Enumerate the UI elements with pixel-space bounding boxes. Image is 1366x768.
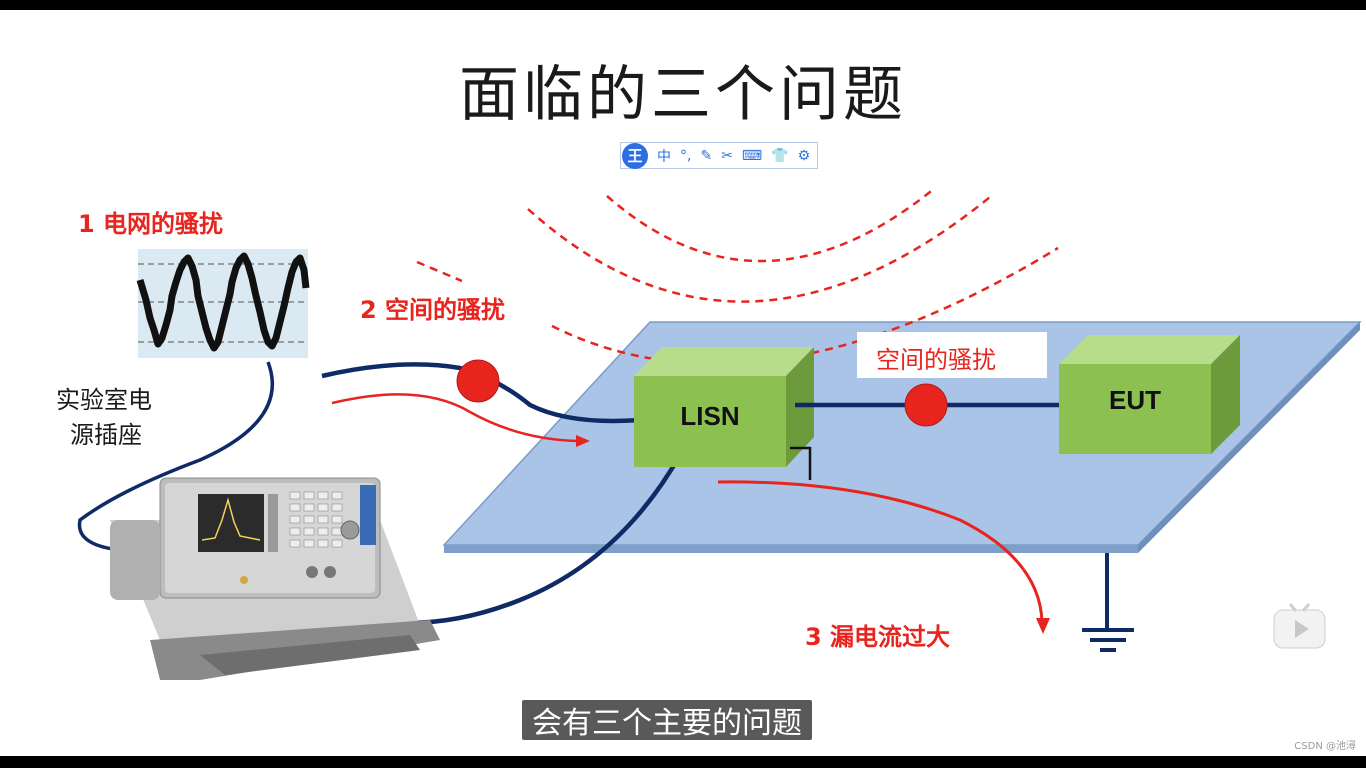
disturbance-dot-mains [456, 359, 500, 403]
ime-chinese-mode[interactable]: 中 [657, 148, 671, 165]
emc-diagram [77, 187, 1362, 680]
ime-punctuation-icon[interactable]: °, [680, 147, 692, 164]
label-socket-line1: 实验室电 [56, 386, 152, 414]
eut-side [1211, 335, 1240, 454]
video-subtitle: 会有三个主要的问题 [522, 700, 812, 741]
label-socket-line2: 源插座 [70, 421, 142, 449]
label-space-disturbance: 2 空间的骚扰 [360, 296, 506, 324]
disturbance-dot-cable [904, 383, 948, 427]
label-leakage: 3 漏电流过大 [805, 623, 951, 651]
socket-cable [77, 361, 274, 552]
analyzer-screen [198, 494, 264, 552]
lisn-label: LISN [680, 401, 740, 431]
field-arc-2 [527, 196, 991, 303]
eut-front [1059, 364, 1211, 454]
ime-skin-icon[interactable]: 👕 [771, 147, 789, 164]
ground-plate-side [1138, 322, 1360, 553]
waveform-panel [138, 249, 308, 358]
spectrum-analyzer [110, 477, 440, 680]
watermark: CSDN @池潯 [1294, 741, 1356, 752]
ime-toolbar[interactable]: 王 中 °, ✎ ✂ ⌨ 👕 ⚙ [620, 142, 818, 169]
play-button-icon[interactable] [1272, 602, 1327, 650]
field-arc-1 [606, 187, 936, 263]
ime-keyboard-icon[interactable]: ⌨ [741, 147, 763, 164]
lisn-top [634, 347, 814, 376]
ime-logo-icon[interactable]: 王 [622, 142, 648, 169]
eut-label: EUT [1109, 385, 1161, 415]
label-space-disturbance-box: 空间的骚扰 [876, 346, 996, 374]
slide-title: 面临的三个问题 [459, 60, 907, 130]
slide-frame: 面临的三个问题 王 中 °, ✎ ✂ ⌨ 👕 ⚙ [0, 10, 1366, 756]
label-grid-disturbance: 1 电网的骚扰 [78, 210, 224, 238]
lisn-front [634, 376, 786, 467]
lisn-ground-strap [790, 446, 812, 480]
ground-symbol-icon [1082, 553, 1134, 652]
grid-noise-arrow [331, 393, 581, 443]
ime-settings-icon[interactable]: ⚙ [797, 147, 811, 164]
eut-top [1059, 335, 1240, 364]
space-disturbance-box [857, 332, 1047, 378]
noisy-sine-wave [136, 252, 310, 352]
leakage-arrow [717, 480, 1044, 623]
ground-plate-edge [444, 545, 1138, 553]
ime-scissors-icon[interactable]: ✂ [721, 147, 733, 164]
field-arc-4 [416, 260, 463, 283]
ime-handwrite-icon[interactable]: ✎ [700, 147, 713, 164]
